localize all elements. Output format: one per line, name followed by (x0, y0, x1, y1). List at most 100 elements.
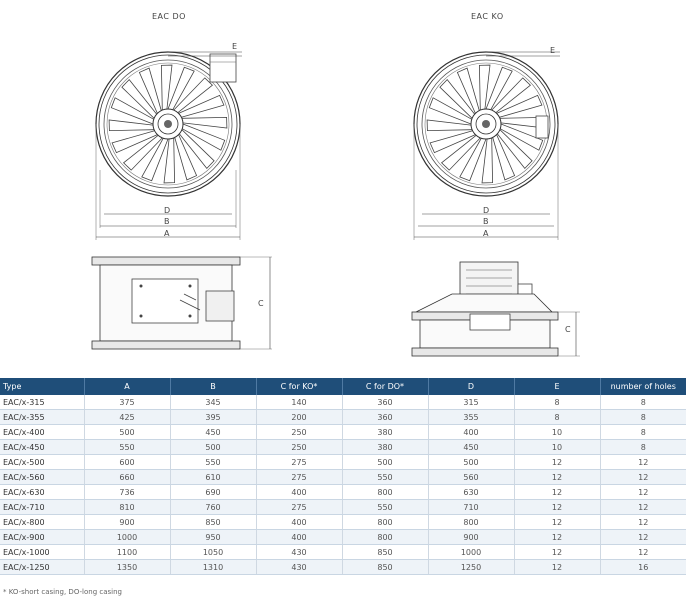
value-cell: 810 (84, 499, 171, 515)
column-header: D (428, 378, 515, 395)
value-cell: 800 (342, 529, 429, 545)
value-cell: 380 (342, 424, 429, 440)
type-cell: EAC/x-1000 (0, 544, 85, 560)
column-header: C for KO* (256, 378, 343, 395)
fan-blade (178, 129, 215, 170)
fan-blade (485, 66, 513, 110)
column-header: B (170, 378, 257, 395)
value-cell: 12 (514, 484, 601, 500)
value-cell: 710 (428, 499, 515, 515)
value-cell: 1100 (84, 544, 171, 560)
value-cell: 600 (84, 454, 171, 470)
value-cell: 250 (256, 424, 343, 440)
fan-blade (178, 94, 225, 118)
fan-blade (428, 97, 472, 125)
fan-blade (496, 129, 533, 170)
value-cell: 900 (428, 529, 515, 545)
type-cell: EAC/x-355 (0, 409, 85, 425)
value-cell: 430 (256, 559, 343, 575)
ko-dim-d-label: D (483, 206, 490, 215)
value-cell: 380 (342, 439, 429, 455)
value-cell: 430 (256, 544, 343, 560)
type-cell: EAC/x-400 (0, 424, 85, 440)
fan-blade (478, 64, 491, 111)
do-side-view (91, 256, 272, 350)
value-cell: 12 (514, 529, 601, 545)
value-cell: 12 (514, 514, 601, 530)
fan-blade (439, 78, 476, 119)
do-dim-d-label: D (164, 206, 171, 215)
value-cell: 12 (600, 469, 686, 485)
type-cell: EAC/x-500 (0, 454, 85, 470)
ko-fan-wheel (413, 51, 559, 197)
fan-blade (174, 134, 198, 181)
value-cell: 375 (84, 395, 171, 410)
value-cell: 400 (256, 529, 343, 545)
value-cell: 345 (170, 395, 257, 410)
fan-blade (110, 97, 154, 125)
ko-blades (426, 64, 546, 184)
value-cell: 500 (170, 439, 257, 455)
fan-blade (459, 138, 487, 182)
fan-blade (122, 134, 163, 171)
fan-blade (138, 67, 162, 114)
fan-blade (173, 77, 214, 114)
value-cell: 760 (170, 499, 257, 515)
type-cell: EAC/x-560 (0, 469, 85, 485)
do-fan-wheel (95, 51, 241, 197)
value-cell: 355 (428, 409, 515, 425)
column-header: Type (0, 378, 85, 395)
value-cell: 275 (256, 499, 343, 515)
type-cell: EAC/x-450 (0, 439, 85, 455)
value-cell: 900 (84, 514, 171, 530)
fan-blade (456, 67, 480, 114)
fan-blade (182, 123, 226, 151)
do-drawing-title: EAC DO (152, 12, 186, 21)
value-cell: 400 (428, 424, 515, 440)
fan-blade (426, 119, 473, 132)
value-cell: 12 (600, 484, 686, 500)
value-cell: 12 (514, 469, 601, 485)
type-cell: EAC/x-800 (0, 514, 85, 530)
type-cell: EAC/x-630 (0, 484, 85, 500)
value-cell: 1310 (170, 559, 257, 575)
fan-blade (160, 64, 173, 111)
value-cell: 12 (600, 499, 686, 515)
do-front-view (95, 51, 242, 240)
ko-front-view (413, 51, 560, 240)
value-cell: 12 (514, 559, 601, 575)
value-cell: 850 (342, 559, 429, 575)
value-cell: 1000 (84, 529, 171, 545)
fan-blade (492, 134, 516, 181)
value-cell: 360 (342, 409, 429, 425)
value-cell: 800 (342, 514, 429, 530)
type-cell: EAC/x-315 (0, 395, 85, 410)
value-cell: 395 (170, 409, 257, 425)
technical-drawings (91, 51, 580, 357)
ko-dim-b-label: B (483, 217, 489, 226)
footnote: * KO-short casing, DO-long casing (3, 588, 122, 596)
value-cell: 500 (84, 424, 171, 440)
value-cell: 12 (600, 454, 686, 470)
value-cell: 10 (514, 439, 601, 455)
ko-dim-e-label: E (550, 46, 556, 55)
value-cell: 660 (84, 469, 171, 485)
value-cell: 140 (256, 395, 343, 410)
value-cell: 800 (342, 484, 429, 500)
fan-blade (121, 78, 158, 119)
fan-blade (491, 77, 532, 114)
value-cell: 315 (428, 395, 515, 410)
fan-blade (111, 130, 158, 154)
value-cell: 8 (600, 395, 686, 410)
do-dim-c-label: C (258, 299, 265, 308)
value-cell: 550 (84, 439, 171, 455)
type-cell: EAC/x-1250 (0, 559, 85, 575)
